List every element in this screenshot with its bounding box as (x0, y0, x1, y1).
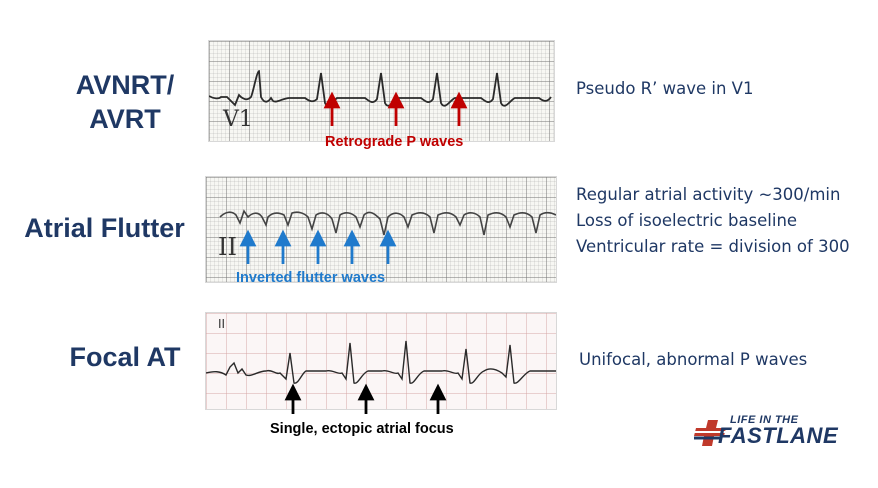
lead-label-focal-at: II (218, 317, 226, 331)
ecg-strip-v1: V1 (208, 40, 555, 142)
ecg-strip-focal-at: II (205, 312, 557, 410)
flutter-description-3: Ventricular rate = division of 300 (576, 237, 850, 256)
focal-at-title: Focal AT (69, 342, 181, 372)
atrial-flutter-title: Atrial Flutter (24, 213, 185, 243)
lead-label-v1: V1 (223, 107, 253, 132)
lead-label-flutter: II (218, 233, 237, 261)
ectopic-focus-caption: Single, ectopic atrial focus (270, 421, 454, 437)
flutter-description-1: Regular atrial activity ~300/min (576, 185, 841, 204)
avnrt-avrt-title: AVNRT/ AVRT (75, 70, 175, 134)
ecg-trace-v1 (209, 70, 552, 107)
retrograde-p-waves-caption: Retrograde P waves (325, 134, 464, 150)
flutter-description-2: Loss of isoelectric baseline (576, 211, 798, 230)
logo-cross-icon (692, 420, 728, 446)
inverted-flutter-waves-caption: Inverted flutter waves (236, 270, 386, 286)
focal-at-description: Unifocal, abnormal P waves (579, 350, 808, 369)
ecg-trace-focal-at (206, 340, 556, 384)
avnrt-description: Pseudo R’ wave in V1 (576, 79, 754, 98)
ecg-trace-flutter (219, 209, 556, 236)
logo-line1: LIFE IN THE (730, 414, 799, 426)
logo-line2: FASTLANE (718, 423, 839, 448)
life-in-the-fastlane-logo: LIFE IN THE FASTLANE (690, 412, 860, 452)
ecg-strip-flutter: II (205, 176, 557, 283)
